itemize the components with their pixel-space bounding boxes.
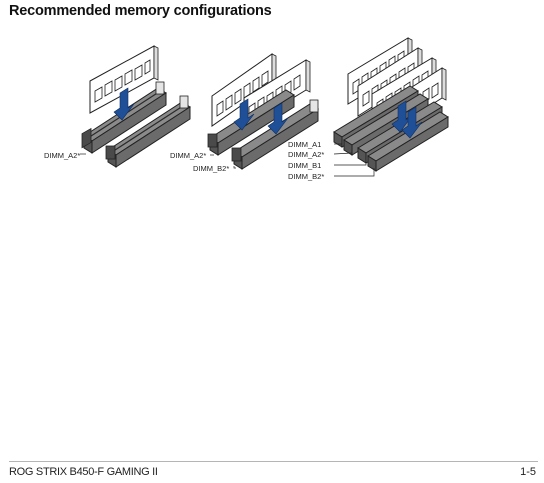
memory-config-1-illustration: [80, 45, 191, 168]
footer-product-name: ROG STRIX B450-F GAMING II: [9, 466, 158, 478]
insert-arrow-icon: [267, 102, 289, 135]
dimm-label: DIMM_B1: [288, 161, 322, 170]
dimm-label: DIMM_A2*: [44, 151, 81, 160]
section-heading: Recommended memory configurations: [9, 3, 272, 19]
memory-config-2-illustration: [207, 53, 319, 170]
dimm-label: DIMM_B2*: [288, 172, 325, 181]
insert-arrow-icon: [391, 100, 413, 133]
dimm-label: DIMM_A1: [288, 140, 322, 149]
page-number: 1-5: [520, 466, 536, 478]
footer-divider: [9, 461, 538, 462]
dimm-label: DIMM_A2*: [170, 151, 207, 160]
insert-arrow-icon: [113, 87, 135, 121]
dimm-label: DIMM_B2*: [193, 164, 230, 173]
memory-module: [89, 45, 159, 114]
insert-arrow-icon: [233, 98, 255, 131]
dimm-label: DIMM_A2*: [288, 150, 325, 159]
dimm-slot: [105, 95, 191, 168]
memory-config-3-illustration: [333, 37, 449, 177]
insert-arrow-icon: [401, 106, 423, 139]
